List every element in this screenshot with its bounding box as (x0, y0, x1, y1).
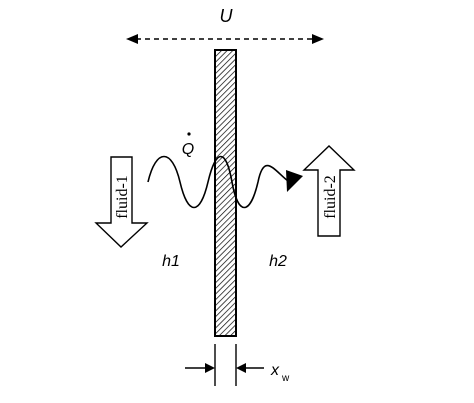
fluid-1-label: fluid-1 (114, 175, 131, 219)
q-label: Q (182, 141, 194, 158)
u-label: U (220, 6, 234, 26)
h2-label: h2 (269, 253, 287, 270)
h1-label: h1 (162, 253, 180, 270)
wall (214, 49, 237, 337)
u-dashed-double-arrow (126, 34, 324, 44)
fluid-1-arrow: fluid-1 (94, 156, 149, 248)
thickness-dimension (185, 344, 264, 386)
fluid-2-arrow: fluid-2 (302, 145, 356, 237)
fluid-2-label: fluid-2 (322, 175, 339, 219)
thickness-subscript: w (281, 373, 290, 384)
thickness-label: x (270, 362, 280, 379)
heat-flow-wave (147, 155, 289, 209)
heat-flow-arrowhead (286, 170, 303, 192)
q-dot (187, 132, 191, 136)
